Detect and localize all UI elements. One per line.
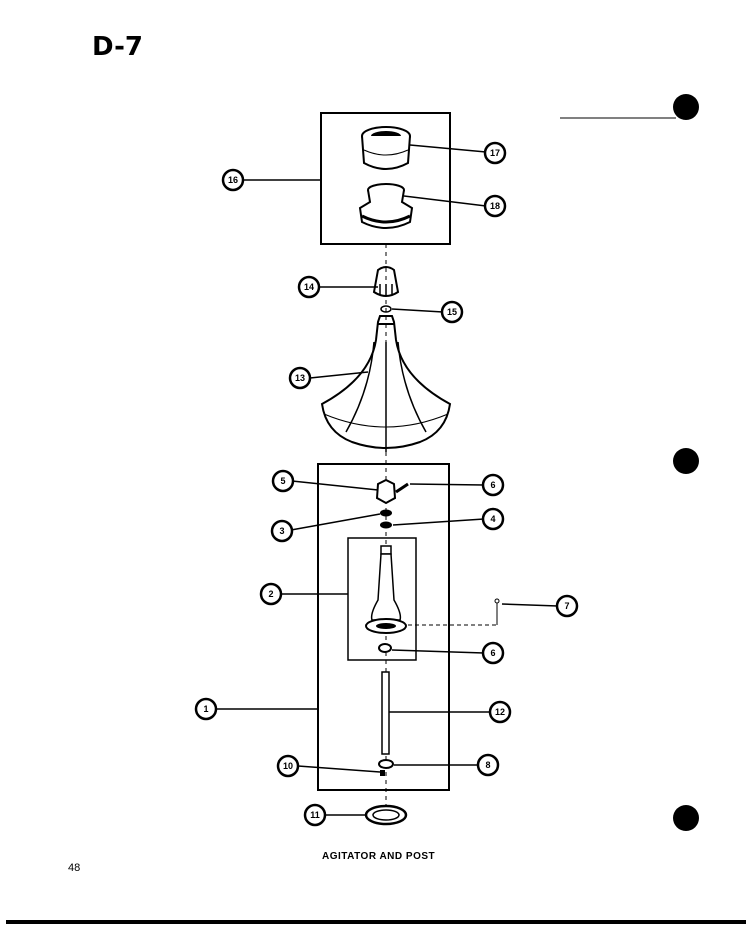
- binder-hole-top: [673, 94, 699, 120]
- callout-6-lower: 6: [481, 641, 505, 665]
- part-3-ring: [380, 509, 392, 517]
- part-18-cap: [358, 183, 414, 229]
- svg-text:14: 14: [304, 282, 314, 292]
- page-frame: [6, 0, 746, 924]
- callout-18: 18: [483, 194, 507, 218]
- svg-text:13: 13: [295, 373, 305, 383]
- svg-text:18: 18: [490, 201, 500, 211]
- callout-4: 4: [481, 507, 505, 531]
- part-8-washer: [378, 759, 394, 769]
- svg-text:3: 3: [279, 526, 284, 536]
- part-7-pin: [408, 598, 500, 626]
- binder-hole-middle: [673, 448, 699, 474]
- part-12-shaft: [381, 671, 390, 755]
- frame-box-2: [347, 537, 417, 661]
- svg-text:6: 6: [490, 648, 495, 658]
- callout-6-upper: 6: [481, 473, 505, 497]
- callout-1: 1: [194, 697, 218, 721]
- callout-12: 12: [488, 700, 512, 724]
- svg-text:10: 10: [283, 761, 293, 771]
- callout-15: 15: [440, 300, 464, 324]
- callout-14: 14: [297, 275, 321, 299]
- svg-text:11: 11: [310, 810, 320, 820]
- page-code: D-7: [92, 32, 143, 62]
- callout-2: 2: [259, 582, 283, 606]
- leader-lines: [215, 144, 559, 816]
- part-2-post-assembly: [365, 545, 407, 634]
- callout-10: 10: [276, 754, 300, 778]
- part-17-cap: [361, 126, 411, 170]
- callout-13: 13: [288, 366, 312, 390]
- svg-text:4: 4: [490, 514, 495, 524]
- part-6-washer-lower: [378, 643, 392, 653]
- svg-text:16: 16: [228, 175, 238, 185]
- part-4-ring: [380, 521, 392, 529]
- callout-11: 11: [303, 803, 327, 827]
- svg-text:8: 8: [485, 760, 490, 770]
- svg-text:6: 6: [490, 480, 495, 490]
- svg-text:17: 17: [490, 148, 500, 158]
- callout-16: 16: [221, 168, 245, 192]
- part-5-nut: [375, 478, 397, 505]
- svg-text:7: 7: [564, 601, 569, 611]
- diagram-caption: AGITATOR AND POST: [322, 851, 436, 862]
- binder-hole-bottom: [673, 805, 699, 831]
- svg-text:1: 1: [203, 704, 208, 714]
- callout-5: 5: [271, 469, 295, 493]
- part-10-stud: [380, 770, 385, 776]
- part-6-pin-upper: [395, 482, 409, 494]
- svg-text:15: 15: [447, 307, 457, 317]
- callout-7: 7: [555, 594, 579, 618]
- callout-3: 3: [270, 519, 294, 543]
- svg-text:12: 12: [495, 707, 505, 717]
- svg-text:2: 2: [268, 589, 273, 599]
- callout-8: 8: [476, 753, 500, 777]
- callout-17: 17: [483, 141, 507, 165]
- frame-box-1: [317, 463, 450, 791]
- svg-text:5: 5: [280, 476, 285, 486]
- page-number: 48: [68, 862, 81, 874]
